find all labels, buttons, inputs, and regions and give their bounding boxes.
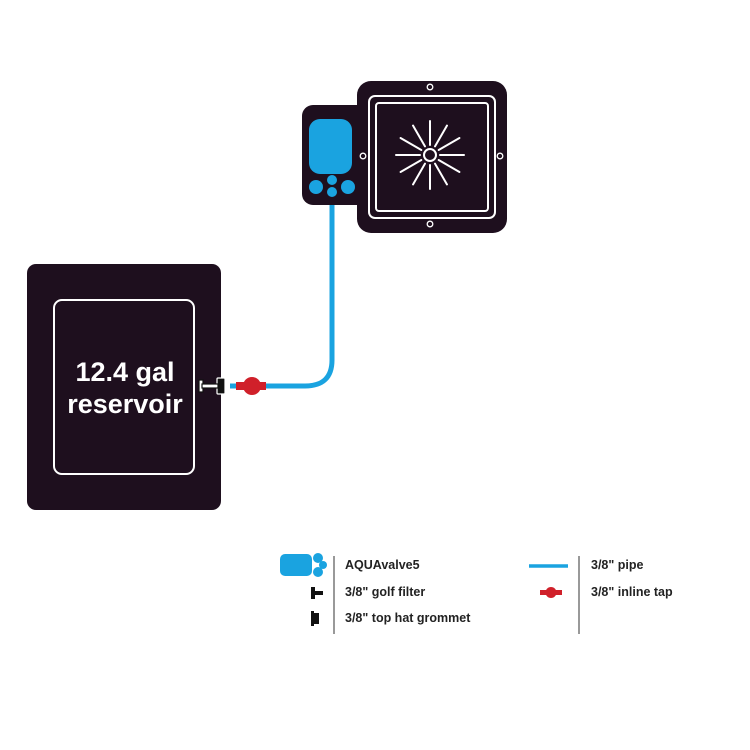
dripper-ray (437, 137, 461, 151)
legend-label-pipe: 3/8" pipe (591, 558, 644, 572)
pot-icon (357, 81, 507, 233)
dripper-ray (434, 124, 448, 148)
dripper-ray (434, 162, 448, 186)
reservoir-body (27, 264, 221, 510)
dripper-icon (395, 120, 465, 190)
dripper-ray (412, 162, 426, 186)
dripper-ray (437, 159, 461, 173)
dripper-ray (412, 124, 426, 148)
legend-label-golf-filter: 3/8" golf filter (345, 585, 426, 599)
golf-filter-icon (311, 587, 323, 599)
legend-label-inline-tap: 3/8" inline tap (591, 585, 673, 599)
legend-label-aquavalve: AQUAvalve5 (345, 558, 420, 572)
reservoir (27, 264, 221, 510)
reservoir-label-frame (53, 299, 195, 475)
aquavalve (309, 119, 355, 197)
inline-tap-icon (236, 377, 266, 395)
dripper-hub (423, 148, 437, 162)
reservoir-title-line2: reservoir (67, 389, 183, 419)
dripper-ray (399, 159, 423, 173)
legend-label-grommet: 3/8" top hat grommet (345, 611, 471, 625)
inline-tap-icon (540, 587, 562, 598)
aquavalve-icon (280, 553, 327, 577)
grommet-icon (311, 611, 319, 626)
dripper-ray (399, 137, 423, 151)
golf-filter-icon (198, 379, 219, 393)
reservoir-title-line1: 12.4 gal (75, 357, 175, 387)
pipe (230, 196, 335, 389)
